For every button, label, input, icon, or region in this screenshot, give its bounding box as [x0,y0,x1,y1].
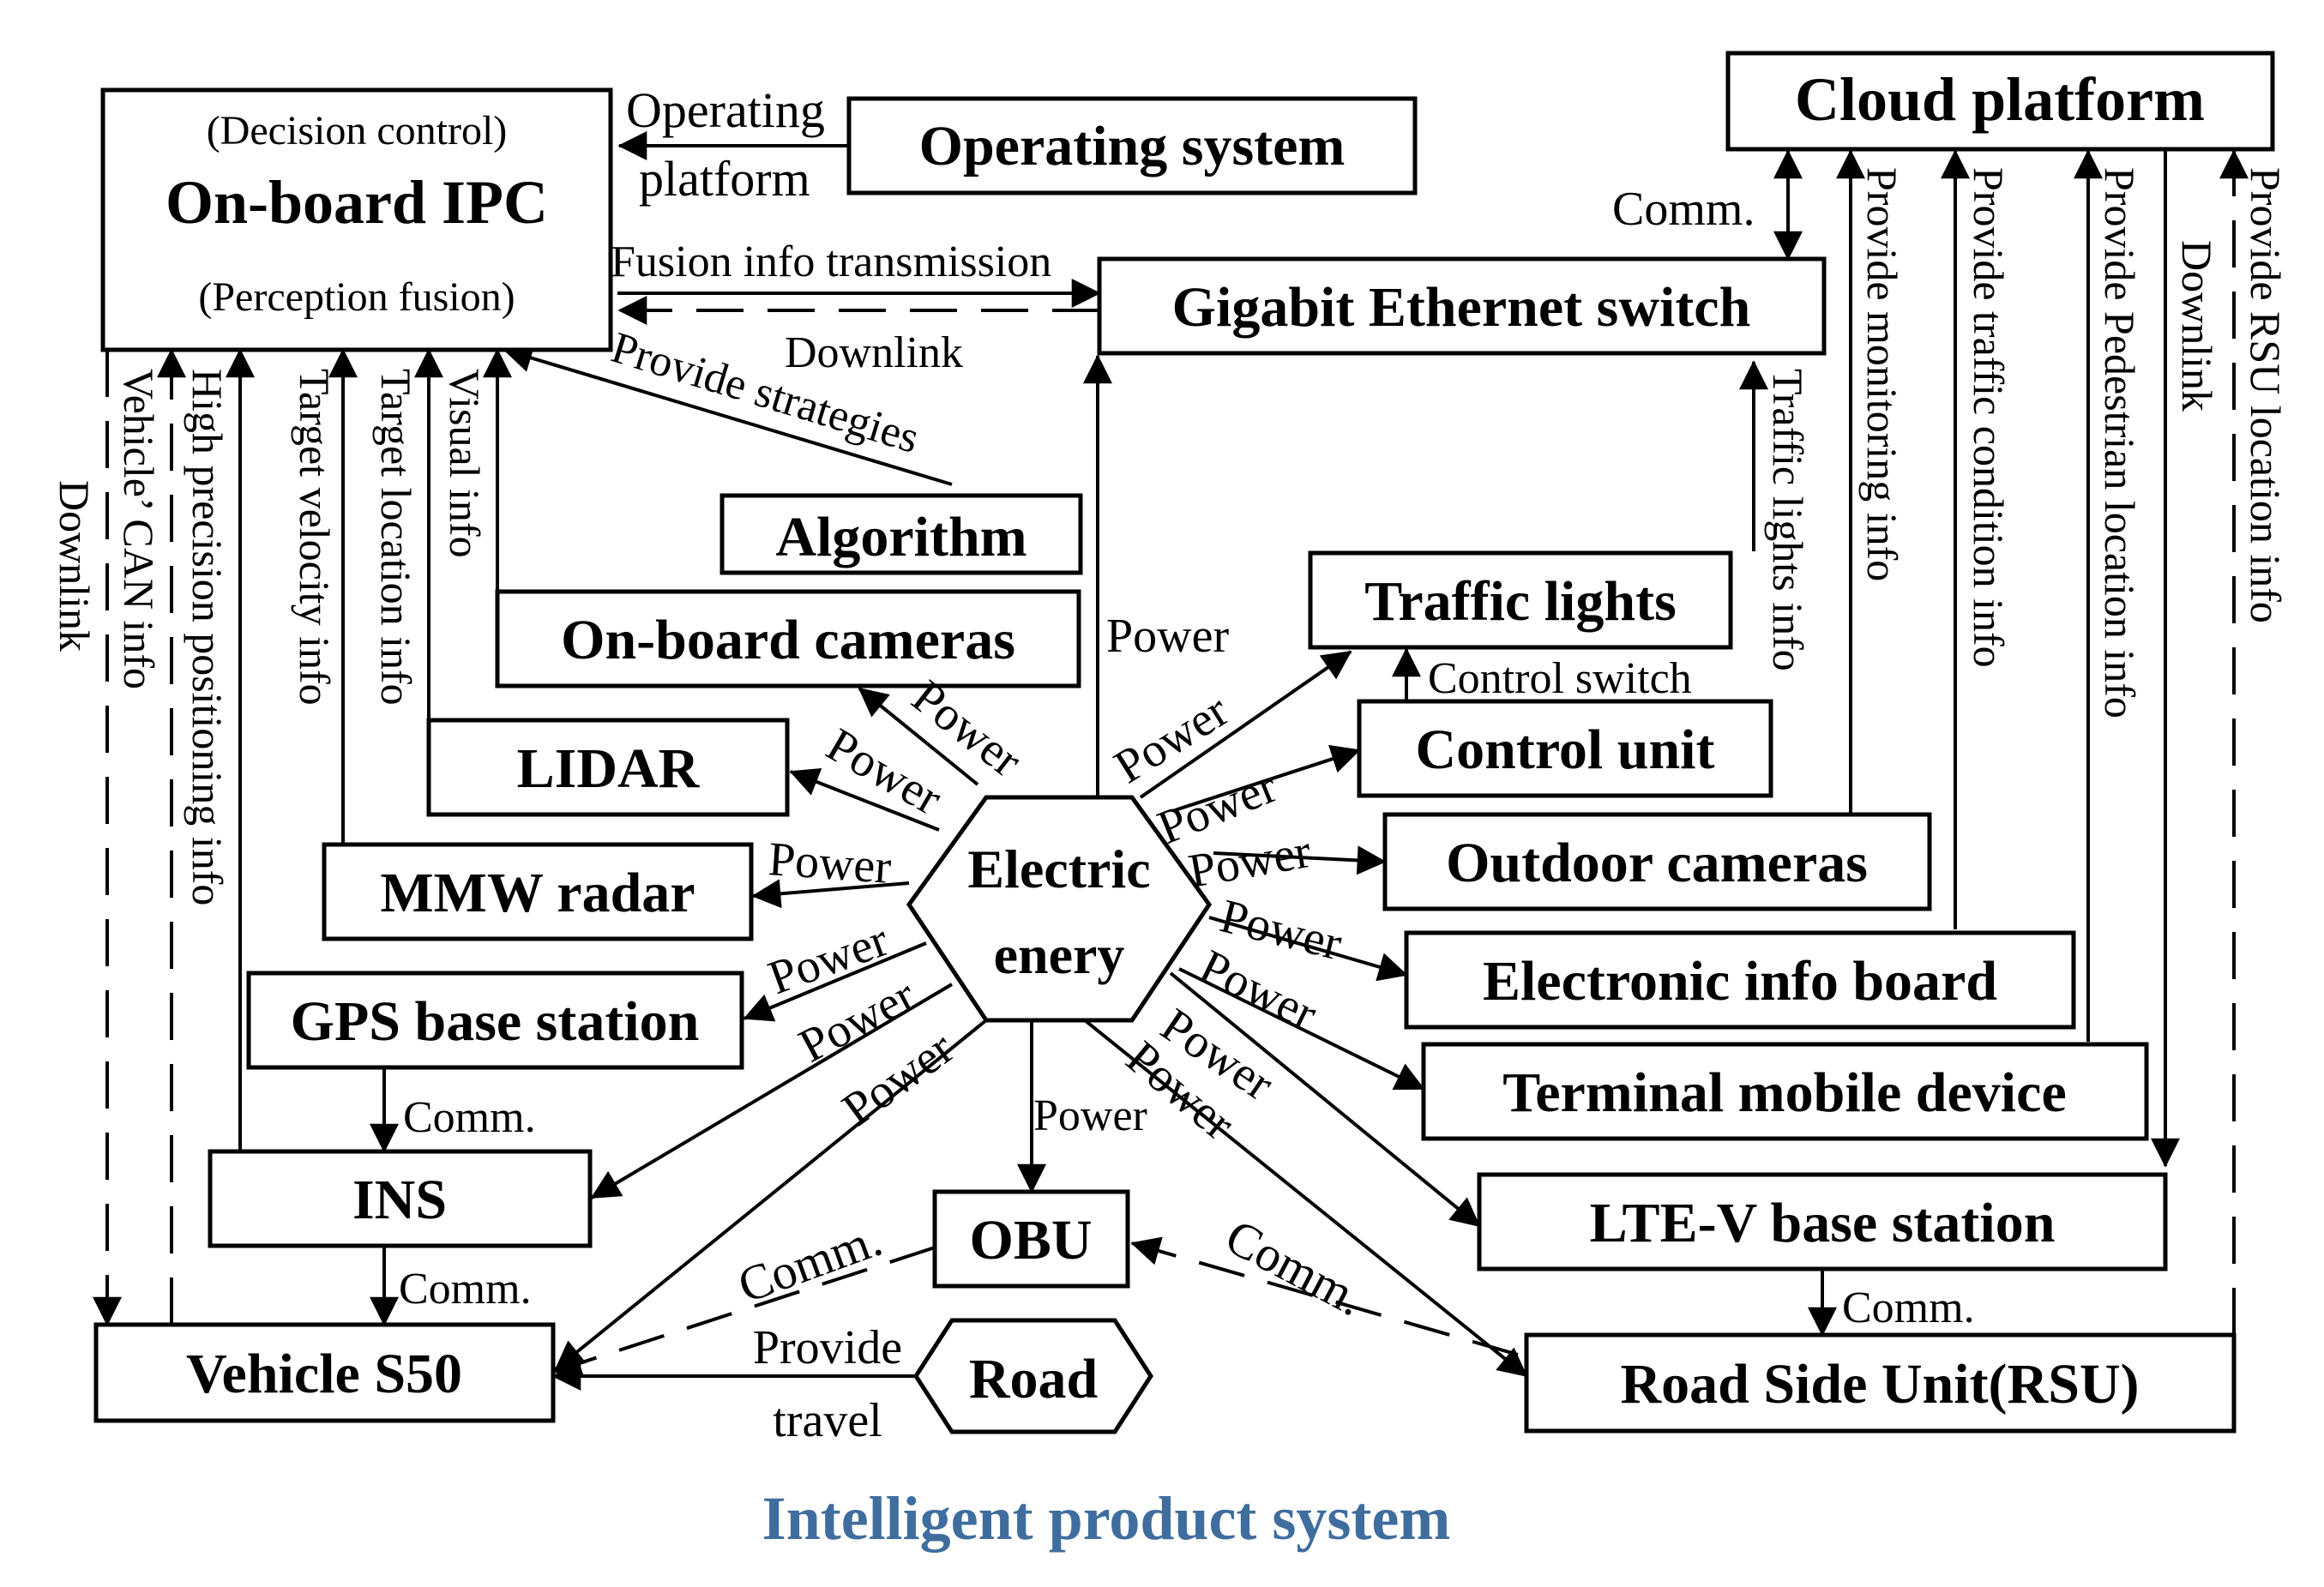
label-platform: platform [639,151,810,207]
label-travel: travel [773,1394,882,1447]
gigabit-switch-box [1097,256,1827,356]
label-power-obu: Power [1033,1091,1147,1140]
arrow-power-terminal [1178,967,1425,1091]
electronic-info-board-box [1404,930,2076,1030]
outdoor-cameras-box [1382,812,1932,911]
label-downlink-ipc: Downlink [785,328,963,377]
road-label: Road [969,1348,1098,1410]
label-operating: Operating [626,82,825,138]
label-fusion-info-transmission: Fusion info transmission [611,237,1051,286]
arrow-provide-strategies [503,344,953,486]
operating-system-label: Operating system [919,115,1346,177]
arrow-power-lidar [789,767,940,832]
ins-box [208,1149,593,1248]
road-hexagon [913,1318,1153,1434]
mmw-radar-label: MMW radar [380,862,695,924]
ipc-top-note: (Decision control) [207,108,508,153]
rsu-label: Road Side Unit(RSU) [1620,1353,2139,1416]
arrow-power-outdoor [1213,845,1387,875]
traffic-lights-box [1308,550,1733,650]
onboard-cameras-box [495,589,1081,688]
vehicle-s50-box [93,1322,556,1423]
traffic-lights-label: Traffic lights [1364,570,1677,633]
arrow-power-cameras [858,687,979,786]
gps-base-station-label: GPS base station [291,990,700,1053]
cloud-platform-box [1725,51,2275,152]
mmw-radar-box [322,842,754,941]
lidar-label: LIDAR [517,737,701,800]
label-power-switch: Power [1106,610,1229,663]
arrow-power-traffic [1139,650,1352,799]
electronic-info-board-label: Electronic info board [1483,950,1997,1013]
label-monitoring-info: Provide monitoring info [1858,167,1906,581]
ins-label: INS [352,1169,447,1231]
arrow-power-rsu [1083,1019,1528,1378]
label-traffic-lights-info: Traffic lights info [1764,369,1812,671]
label-comm-rsu-obu: Comm. [1217,1208,1374,1326]
outdoor-cameras-label: Outdoor cameras [1446,832,1868,894]
terminal-mobile-device-label: Terminal mobile device [1502,1061,2067,1124]
label-comm-ins-vehicle: Comm. [399,1265,532,1313]
control-unit-box [1357,699,1773,798]
label-comm-obu-vehicle: Comm. [731,1211,888,1313]
onboard-ipc-box [100,87,613,352]
lidar-box [426,718,790,817]
vehicle-s50-label: Vehicle S50 [186,1343,462,1405]
obu-label: OBU [969,1209,1092,1271]
label-power-mmw: Power [767,833,893,894]
label-downlink-left: Downlink [51,480,99,652]
diagram-caption: Intelligent product system [762,1484,1451,1553]
gps-base-station-box [246,971,744,1070]
connectors [93,131,2249,1391]
arrow-power-vehicle [554,1019,988,1371]
label-vehicle-can-info: Vehicle’ CAN info [115,369,163,689]
lte-v-base-station-label: LTE-V base station [1590,1192,2056,1254]
ipc-bottom-note: (Perception fusion) [198,274,515,320]
arrow-power-lte-v [1169,971,1481,1228]
algorithm-label: Algorithm [775,506,1027,568]
arrow-power-mmw [751,879,910,909]
label-pedestrian-location-info: Provide Pedestrian location info [2096,167,2144,718]
label-downlink-right: Downlink [2173,240,2221,412]
label-provide: Provide [753,1321,902,1374]
ipc-title: On-board IPC [166,168,548,237]
label-comm-cloud: Comm. [1612,183,1755,236]
cloud-platform-label: Cloud platform [1795,65,2205,134]
label-rsu-location-info: Provide RSU location info [2242,167,2290,623]
operating-system-box [846,96,1418,195]
electric-energy-line2: enery [994,924,1125,985]
label-visual-info: Visual info [441,369,489,558]
onboard-cameras-label: On-board cameras [561,609,1015,671]
terminal-mobile-device-box [1421,1042,2149,1141]
algorithm-box [719,493,1083,575]
rsu-box [1524,1332,2237,1434]
label-comm-lte-rsu: Comm. [1842,1283,1975,1332]
label-comm-gps-ins: Comm. [403,1093,536,1142]
electric-energy-hexagon [906,795,1213,1023]
label-target-velocity: Target velocity info [291,369,339,706]
arrow-power-board [1208,916,1408,982]
label-traffic-condition-info: Provide traffic condition info [1965,167,2013,668]
label-high-precision-positioning: High precision positioning info [184,369,232,905]
arrow-power-control [1174,744,1361,812]
electric-energy-line1: Electric [967,839,1150,899]
obu-box [932,1189,1130,1289]
arrow-power-ins [590,983,954,1199]
lte-v-base-station-box [1477,1172,2168,1271]
control-unit-label: Control unit [1415,718,1714,781]
nodes: (Decision control) On-board IPC (Percept… [93,51,2275,1434]
label-target-location: Target location info [372,369,420,706]
label-control-switch: Control switch [1428,654,1692,703]
arrow-power-gps [743,941,927,1022]
gigabit-switch-label: Gigabit Ethernet switch [1172,276,1751,339]
